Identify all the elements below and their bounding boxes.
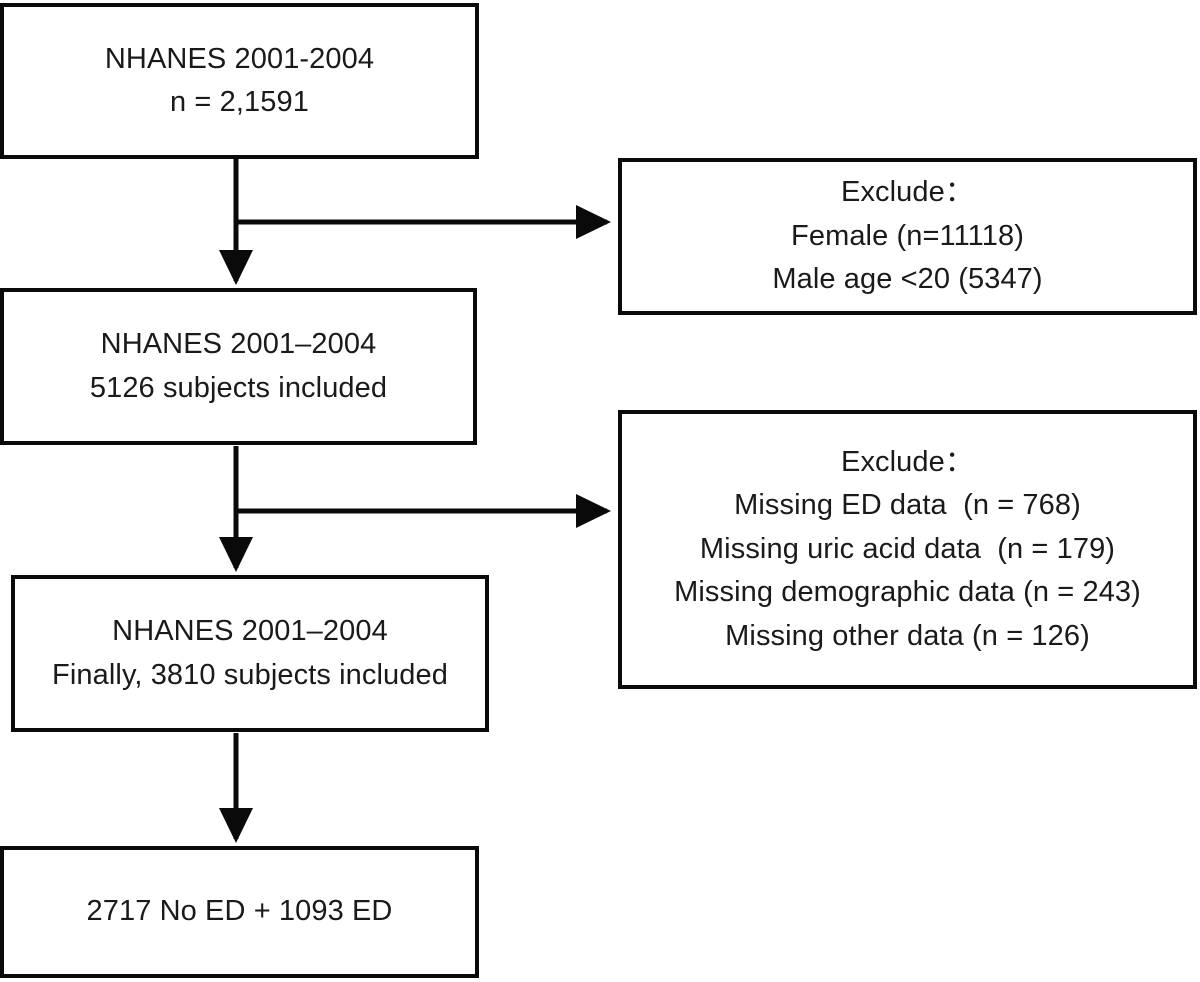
exclude-2-line-2: Missing ED data (n = 768) (734, 489, 1081, 522)
exclude-1-line-3: Male age <20 (5347) (772, 263, 1043, 296)
exclude-2-line-1: Exclude： (841, 445, 974, 478)
exclusion-criteria-box-1: Exclude： Female (n=11118) Male age <20 (… (618, 158, 1197, 315)
source-line-1: NHANES 2001-2004 (104, 42, 375, 75)
final-analytic-sample-box: NHANES 2001–2004 Finally, 3810 subjects … (11, 575, 489, 732)
exclude-2-line-4: Missing demographic data (n = 243) (674, 576, 1141, 609)
final-line-2: Finally, 3810 subjects included (52, 658, 448, 691)
exclusion-criteria-box-2: Exclude： Missing ED data (n = 768) Missi… (618, 410, 1197, 689)
included-line-2: 5126 subjects included (89, 371, 388, 404)
exclude-2-line-5: Missing other data (n = 126) (725, 619, 1090, 652)
final-line-1: NHANES 2001–2004 (112, 615, 388, 647)
exclude-2-line-3: Missing uric acid data (n = 179) (699, 532, 1116, 565)
outcome-split-box: 2717 No ED + 1093 ED (0, 846, 479, 978)
exclude-1-line-2: Female (n=11118) (791, 219, 1024, 252)
source-population-box: NHANES 2001-2004 n = 2,1591 (0, 3, 479, 159)
outcome-line-1: 2717 No ED + 1093 ED (86, 895, 393, 928)
source-line-2: n = 2,1591 (170, 86, 309, 118)
included-after-sex-age-box: NHANES 2001–2004 5126 subjects included (0, 288, 477, 445)
included-line-1: NHANES 2001–2004 (100, 328, 377, 360)
exclude-1-line-1: Exclude： (841, 176, 974, 209)
